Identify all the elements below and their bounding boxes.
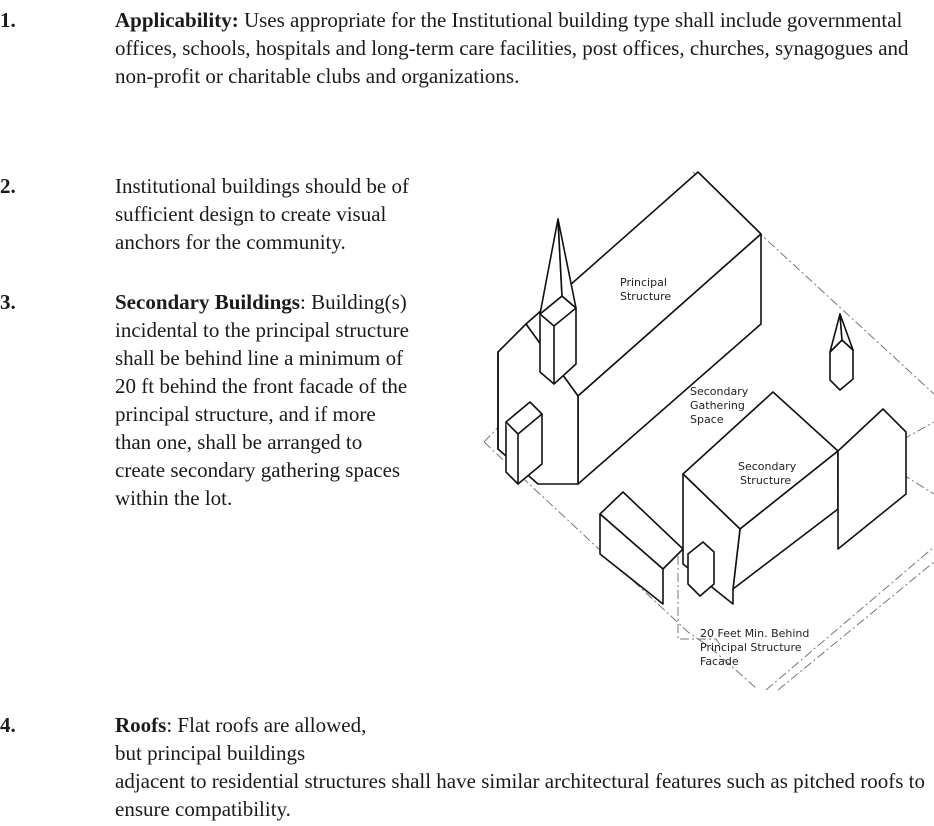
item-text: : Flat roofs are allowed, but principal … xyxy=(115,713,367,765)
item-heading: Applicability: xyxy=(115,8,239,32)
principal-structure xyxy=(497,171,762,485)
label-secondary-2: Structure xyxy=(740,474,791,487)
label-gathering-3: Space xyxy=(690,413,724,426)
item-heading: Secondary Buildings xyxy=(115,290,300,314)
label-secondary-1: Secondary xyxy=(738,460,797,473)
item-number: 2. xyxy=(0,174,16,198)
label-setback-2: Principal Structure xyxy=(700,641,802,654)
item-number: 1. xyxy=(0,8,16,32)
item-text: Institutional buildings should be of suf… xyxy=(115,174,409,254)
site-plan-figure: Principal Structure Secondary Gathering … xyxy=(478,164,934,690)
item-text: : Building(s) incidental to the principa… xyxy=(115,290,409,510)
item-number: 4. xyxy=(0,713,16,737)
connector-wing xyxy=(599,491,684,605)
label-principal-1: Principal xyxy=(620,276,667,289)
item-body: Secondary Buildings: Building(s) inciden… xyxy=(115,288,415,512)
label-setback-1: 20 Feet Min. Behind xyxy=(700,627,809,640)
item-text-line1: Roofs: Flat roofs are allowed, but princ… xyxy=(115,711,375,767)
item-heading: Roofs xyxy=(115,713,167,737)
item-body: Roofs: Flat roofs are allowed, but princ… xyxy=(115,711,934,823)
secondary-structure xyxy=(682,313,907,605)
item-body: Institutional buildings should be of suf… xyxy=(115,172,415,256)
label-gathering-2: Gathering xyxy=(690,399,745,412)
label-setback-3: Facade xyxy=(700,655,739,668)
isometric-building-diagram: Principal Structure Secondary Gathering … xyxy=(483,171,934,690)
item-text: Uses appropriate for the Institutional b… xyxy=(115,8,909,88)
item-body: Applicability: Uses appropriate for the … xyxy=(115,6,934,90)
label-gathering-1: Secondary xyxy=(690,385,749,398)
item-text-rest: adjacent to residential structures shall… xyxy=(115,769,925,821)
item-number: 3. xyxy=(0,290,16,314)
label-principal-2: Structure xyxy=(620,290,671,303)
